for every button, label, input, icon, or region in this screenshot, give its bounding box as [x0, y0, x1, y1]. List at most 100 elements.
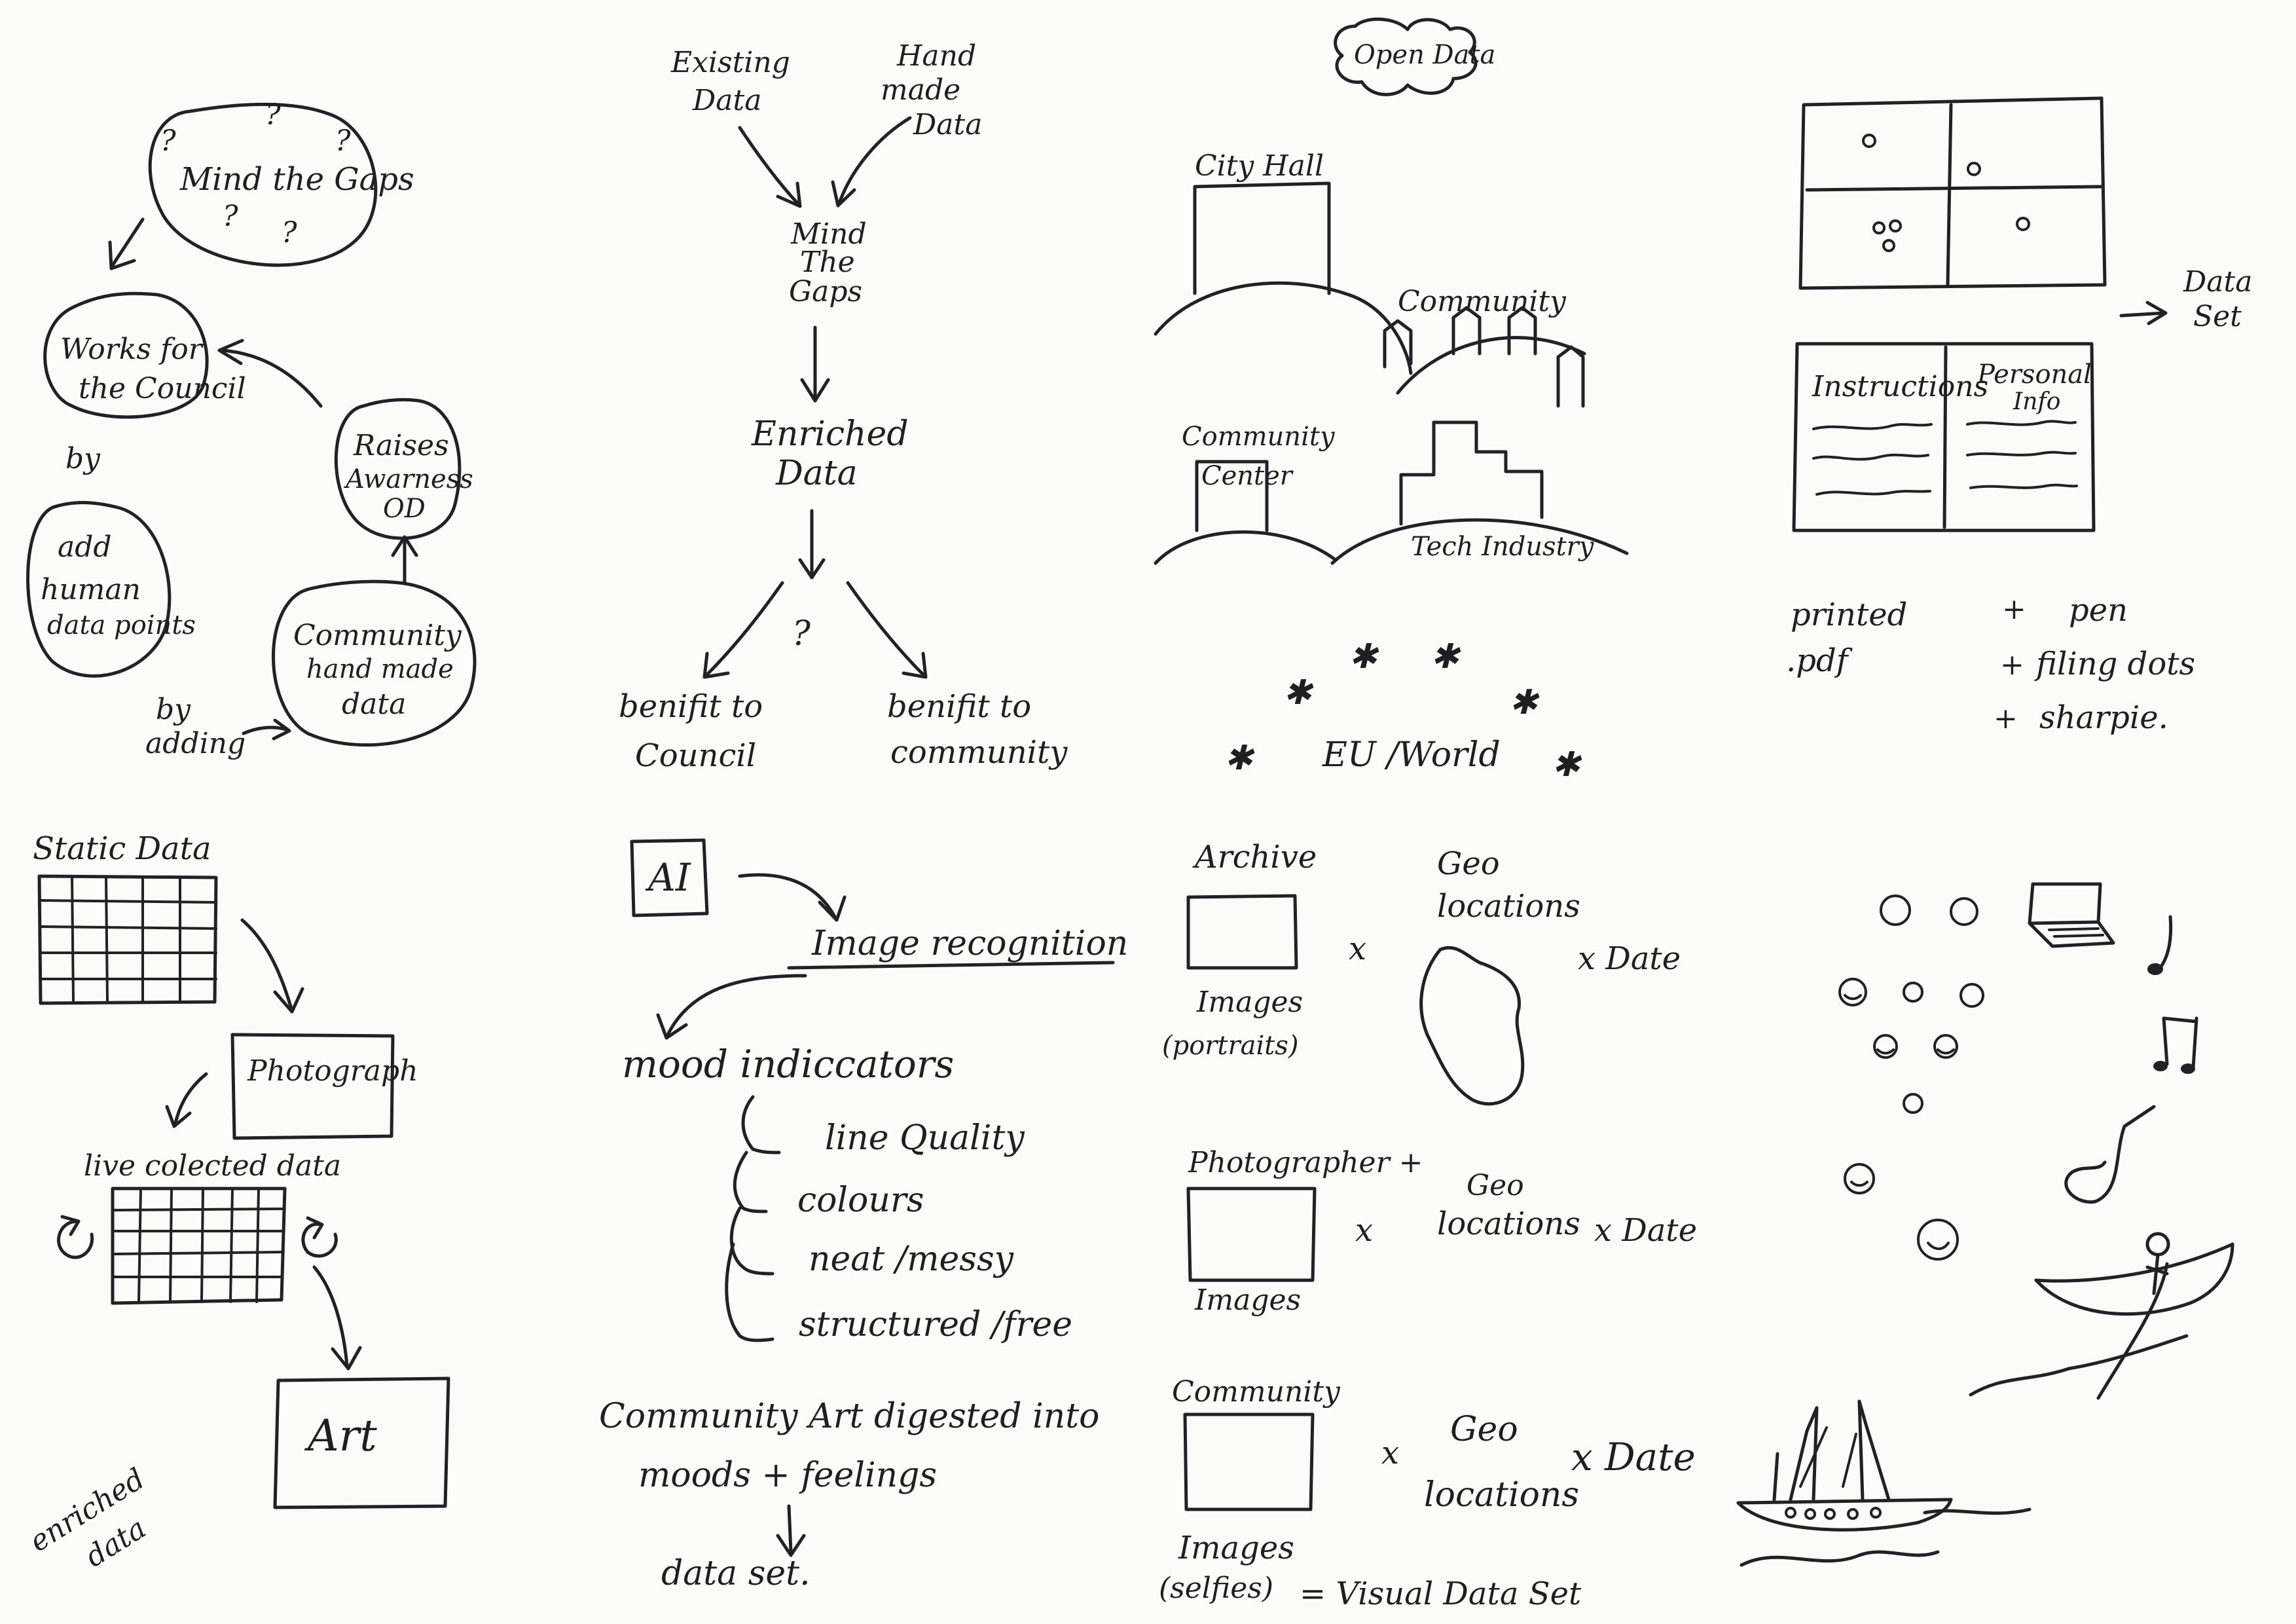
by-adding-text: by: [156, 693, 191, 726]
map-landmass-icon: [1419, 946, 1525, 1106]
bottom-center-quadrant: AI Image recognition mood indiccators li…: [599, 838, 1128, 1593]
arrow-ai-to-recognition: [738, 873, 837, 919]
hand-made-text: Data: [913, 108, 982, 141]
raises-awareness-bubble: [334, 397, 462, 540]
art-frame: [273, 1376, 450, 1509]
pdf-text: .pdf: [1786, 642, 1853, 679]
existing-data-text: Data: [692, 84, 761, 117]
arrowhead: [800, 378, 830, 403]
tech-industry-towers: [1399, 420, 1544, 526]
top-right-quadrant: Data Set Instructions Personal Info prin…: [1786, 96, 2252, 736]
benefit-community-text: community: [890, 734, 1068, 771]
printed-text: printed: [1791, 597, 1907, 633]
dot-marker: [1967, 162, 1981, 176]
smiley-icon: [1933, 1034, 1958, 1059]
star-icon: ✱: [1552, 745, 1582, 784]
photograph-frame: [230, 1033, 395, 1140]
works-for-council-text: Works for: [60, 333, 204, 366]
add-human-text: human: [41, 573, 141, 606]
scribble-line: [1812, 423, 1933, 430]
live-collected-text: live colected data: [84, 1149, 341, 1183]
arrowhead: [902, 652, 928, 679]
arrowhead: [656, 1013, 688, 1040]
scribble-line: [1969, 483, 2078, 489]
mood-bracket: [729, 1206, 774, 1276]
form-sheet-frame: [1792, 342, 2096, 532]
enriched-data-text: Enriched: [751, 415, 909, 454]
ai-frame: [630, 838, 709, 917]
arrow-photo-to-live: [173, 1072, 208, 1125]
arrow-existing-to-gaps: [738, 126, 799, 205]
bottom-right-center-quadrant: Archive Images (portraits) x Geo locatio…: [1159, 839, 1697, 1612]
arrow-live-to-art: [312, 1265, 349, 1367]
raises-awareness-text: Awarness: [343, 464, 473, 494]
smiley-icons: [1838, 895, 1984, 1261]
star-icon: ✱: [1283, 673, 1314, 712]
benefit-council-text: Council: [635, 737, 756, 774]
community-house: [1383, 319, 1413, 369]
top-center-quadrant: Existing Data Hand made Data Mind The Ga…: [619, 39, 1068, 774]
visual-data-set-text: = Visual Data Set: [1300, 1576, 1582, 1612]
community-art-text: Community Art digested into: [599, 1397, 1099, 1436]
eu-world-text: EU /World: [1322, 735, 1501, 775]
smiley-icon: [1844, 1163, 1875, 1194]
arrowhead: [391, 535, 418, 557]
moods-feelings-text: moods + feelings: [638, 1456, 937, 1495]
community-hand-text: Community: [293, 619, 462, 652]
arrow-static-to-photo: [240, 918, 293, 1010]
mood-indicators-text: mood indiccators: [622, 1042, 954, 1086]
question-mark: ?: [223, 200, 238, 233]
arrow-to-data-set: [2119, 311, 2166, 318]
arrowhead: [217, 339, 244, 365]
arrow-to-benefit-council: [705, 581, 784, 676]
image-recognition-text: Image recognition: [811, 924, 1128, 963]
arrow-raises-to-works: [221, 348, 323, 408]
arrow-recognition-to-mood: [666, 974, 807, 1037]
arrowhead: [702, 652, 730, 679]
arrow-handmade-to-gaps: [837, 116, 912, 205]
community-text: Community: [1172, 1375, 1341, 1409]
community-center-text: Center: [1201, 461, 1294, 491]
instructions-text: Instructions: [1812, 370, 1988, 403]
raises-awareness-text: OD: [383, 494, 426, 524]
personal-info-text: Personal: [1977, 360, 2092, 390]
dotting-grid-divider: [1946, 103, 1953, 287]
mind-the-gaps-text: Mind the Gaps: [179, 161, 414, 198]
data-set-text: Set: [2193, 300, 2242, 333]
data-set-text: Data: [2183, 265, 2252, 299]
mood-bracket: [725, 1242, 774, 1342]
question-mark: ?: [335, 124, 351, 158]
selfies-text: (selfies): [1159, 1572, 1273, 1605]
neat-messy-text: neat /messy: [809, 1240, 1014, 1279]
live-data-grid: [111, 1187, 287, 1305]
filing-dots-text: filing dots: [2034, 646, 2195, 682]
dotting-grid-frame: [1798, 96, 2107, 290]
smiley-icon: [1880, 895, 1911, 926]
community-center-text: Community: [1182, 422, 1336, 452]
times-sign: x: [1381, 1435, 1399, 1471]
date-text: x Date: [1578, 940, 1681, 977]
photographer-image-frame: [1186, 1187, 1317, 1282]
smiley-icon: [1838, 978, 1867, 1006]
archive-text: Archive: [1192, 839, 1317, 876]
scribble-line: [1966, 451, 2077, 456]
times-sign: x: [1349, 931, 1366, 967]
community-house: [1451, 306, 1482, 356]
plus-sign: +: [2002, 593, 2026, 626]
community-image-frame: [1183, 1412, 1315, 1511]
top-left-quadrant: Mind the Gaps ? ? ? ? ? Works for the Co…: [26, 98, 477, 760]
mind-the-gaps-bubble: [148, 102, 378, 267]
enriched-data-text: Data: [775, 454, 858, 493]
locations-text: locations: [1424, 1475, 1579, 1515]
saxophone-icon: [2064, 1105, 2156, 1204]
mood-bracket: [733, 1151, 768, 1213]
data-set-text: data set.: [661, 1554, 811, 1593]
mind-the-gaps-text: Gaps: [789, 275, 862, 308]
arrowhead: [60, 1215, 81, 1236]
plus-sign: +: [2000, 648, 2024, 682]
arrow-to-benefit-community: [846, 581, 925, 676]
dot-marker: [1889, 219, 1902, 232]
arrowhead: [306, 1216, 324, 1240]
times-sign: x: [1355, 1212, 1373, 1249]
